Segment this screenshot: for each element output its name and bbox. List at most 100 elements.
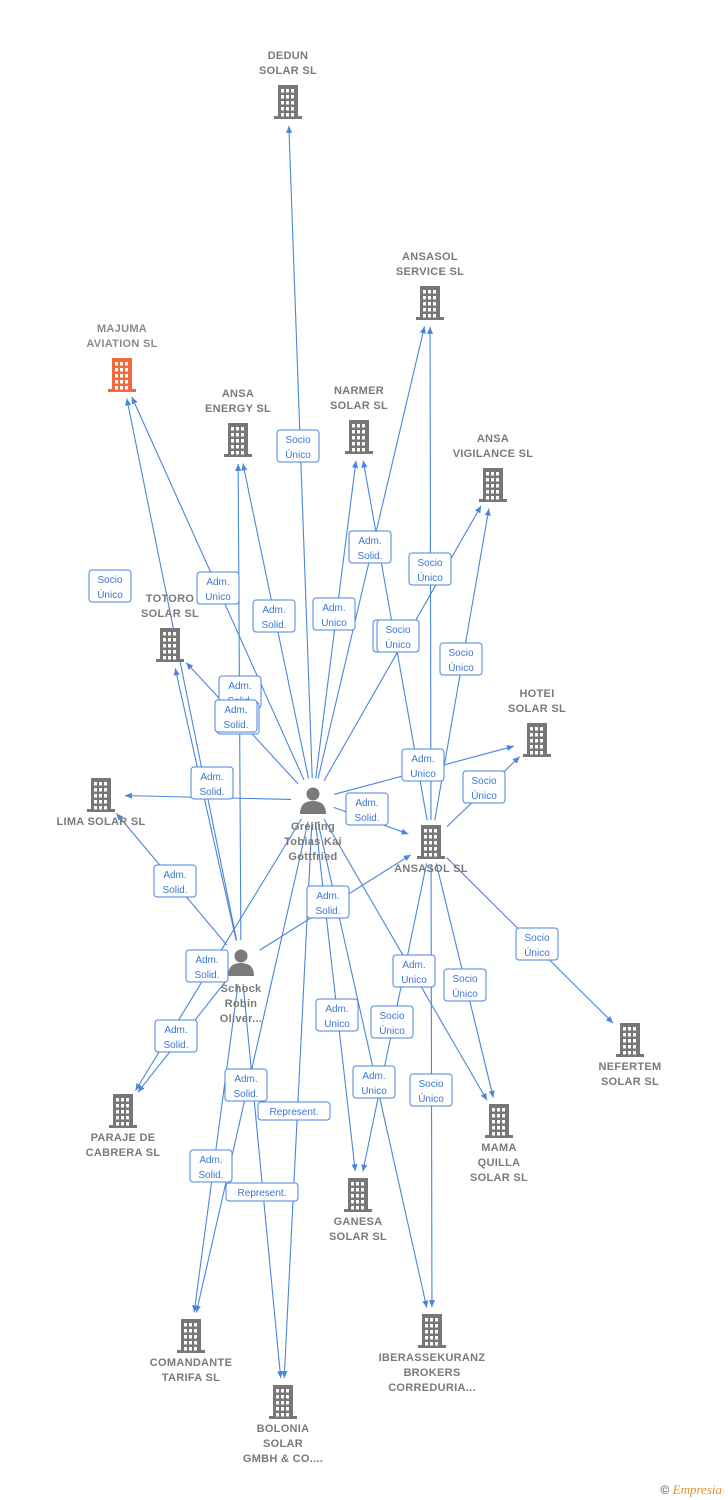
edge-schock-bolonia [242,983,284,1379]
node-label: ANSASOL [402,251,458,263]
node-label: MAJUMA [97,323,147,335]
edge-label-box[interactable] [439,642,483,676]
edge-label-box[interactable] [408,552,452,586]
edge-label-box[interactable] [409,1073,453,1107]
edge-label-box[interactable] [224,1068,268,1102]
edge-label-box[interactable] [312,597,356,631]
building-window [357,424,360,428]
edge-label-text: Represent. [238,1188,287,1199]
edge-label[interactable]: Adm.Solid. [214,699,258,733]
edge-label-box[interactable] [252,599,296,633]
edge-label[interactable]: Adm.Unico [352,1065,396,1099]
edge-label-box[interactable] [345,792,389,826]
edge-label-text: Socio [471,776,496,787]
edge-label-box[interactable] [154,1019,198,1053]
edge-label[interactable]: Adm.Solid. [306,885,350,919]
edge-label-box[interactable] [189,1149,233,1183]
edge-label[interactable]: Adm.Solid. [189,1149,233,1183]
node-iberassekuranz[interactable]: IBERASSEKURANZBROKERSCORREDURIA... [379,1314,486,1394]
edge-label[interactable]: Adm.Solid. [185,949,229,983]
edge-label-box[interactable] [392,954,436,988]
edge-label-box[interactable] [276,429,320,463]
building-window [362,424,365,428]
edge-label-box[interactable] [515,927,559,961]
edge-label-box[interactable] [214,699,258,733]
edge-label-text: Unico [205,592,231,603]
building-window [530,751,533,755]
edge-label-box[interactable] [348,530,392,564]
edge-label[interactable]: Adm.Solid. [348,530,392,564]
edge-label-box[interactable] [443,968,487,1002]
edge-label-box[interactable] [225,1182,299,1202]
edge-label-box[interactable] [196,571,240,605]
edge-label-box[interactable] [462,770,506,804]
node-label: DEDUN [268,50,309,62]
edge-label[interactable]: Represent. [257,1101,331,1121]
building-window [435,1342,438,1346]
edge-label[interactable]: Adm.Solid. [190,766,234,800]
edge-label[interactable]: Adm.Unico [196,571,240,605]
edge-label-text: Adm. [358,536,381,547]
edge-label-box[interactable] [185,949,229,983]
node-schock[interactable]: SchockRobinOliver... [220,949,262,1026]
edge-label-box[interactable] [190,766,234,800]
edge-label[interactable]: Adm.Solid. [154,1019,198,1053]
building-window [623,1033,626,1037]
edge-label-box[interactable] [376,619,420,653]
edge-label[interactable]: Adm.Solid. [153,864,197,898]
building-window [357,448,360,452]
building-window [276,1389,279,1393]
edge-label-box[interactable] [153,864,197,898]
edge-label-box[interactable] [257,1101,331,1121]
edge-label-box[interactable] [306,885,350,919]
node-label: ENERGY SL [205,403,271,415]
building-window [286,1407,289,1411]
node-lima[interactable]: LIMA SOLAR SL [56,778,145,828]
building-window [189,1329,192,1333]
edge-label[interactable]: Adm.Solid. [345,792,389,826]
edge-label[interactable]: Adm.Unico [315,998,359,1032]
edge-label-box[interactable] [315,998,359,1032]
edge-label-box[interactable] [88,569,132,603]
edge-label-box[interactable] [370,1005,414,1039]
edge-label[interactable]: Adm.Solid. [224,1068,268,1102]
building-base [269,1416,297,1419]
edge-label[interactable]: Adm.Unico [312,597,356,631]
building-window [502,1114,505,1118]
building-window [496,496,499,500]
edge-label[interactable]: Represent. [225,1182,299,1202]
node-ansasol[interactable]: ANSASOL SL [394,825,468,875]
edge-label[interactable]: Adm.Solid. [252,599,296,633]
edge-label[interactable]: Adm.Unico [392,954,436,988]
edge-label-box[interactable] [352,1065,396,1099]
brand-logo[interactable]: Empresia [672,1482,722,1497]
edge-label[interactable]: Adm.Unico [401,748,445,782]
building-window [496,478,499,482]
edge-label-box[interactable] [401,748,445,782]
